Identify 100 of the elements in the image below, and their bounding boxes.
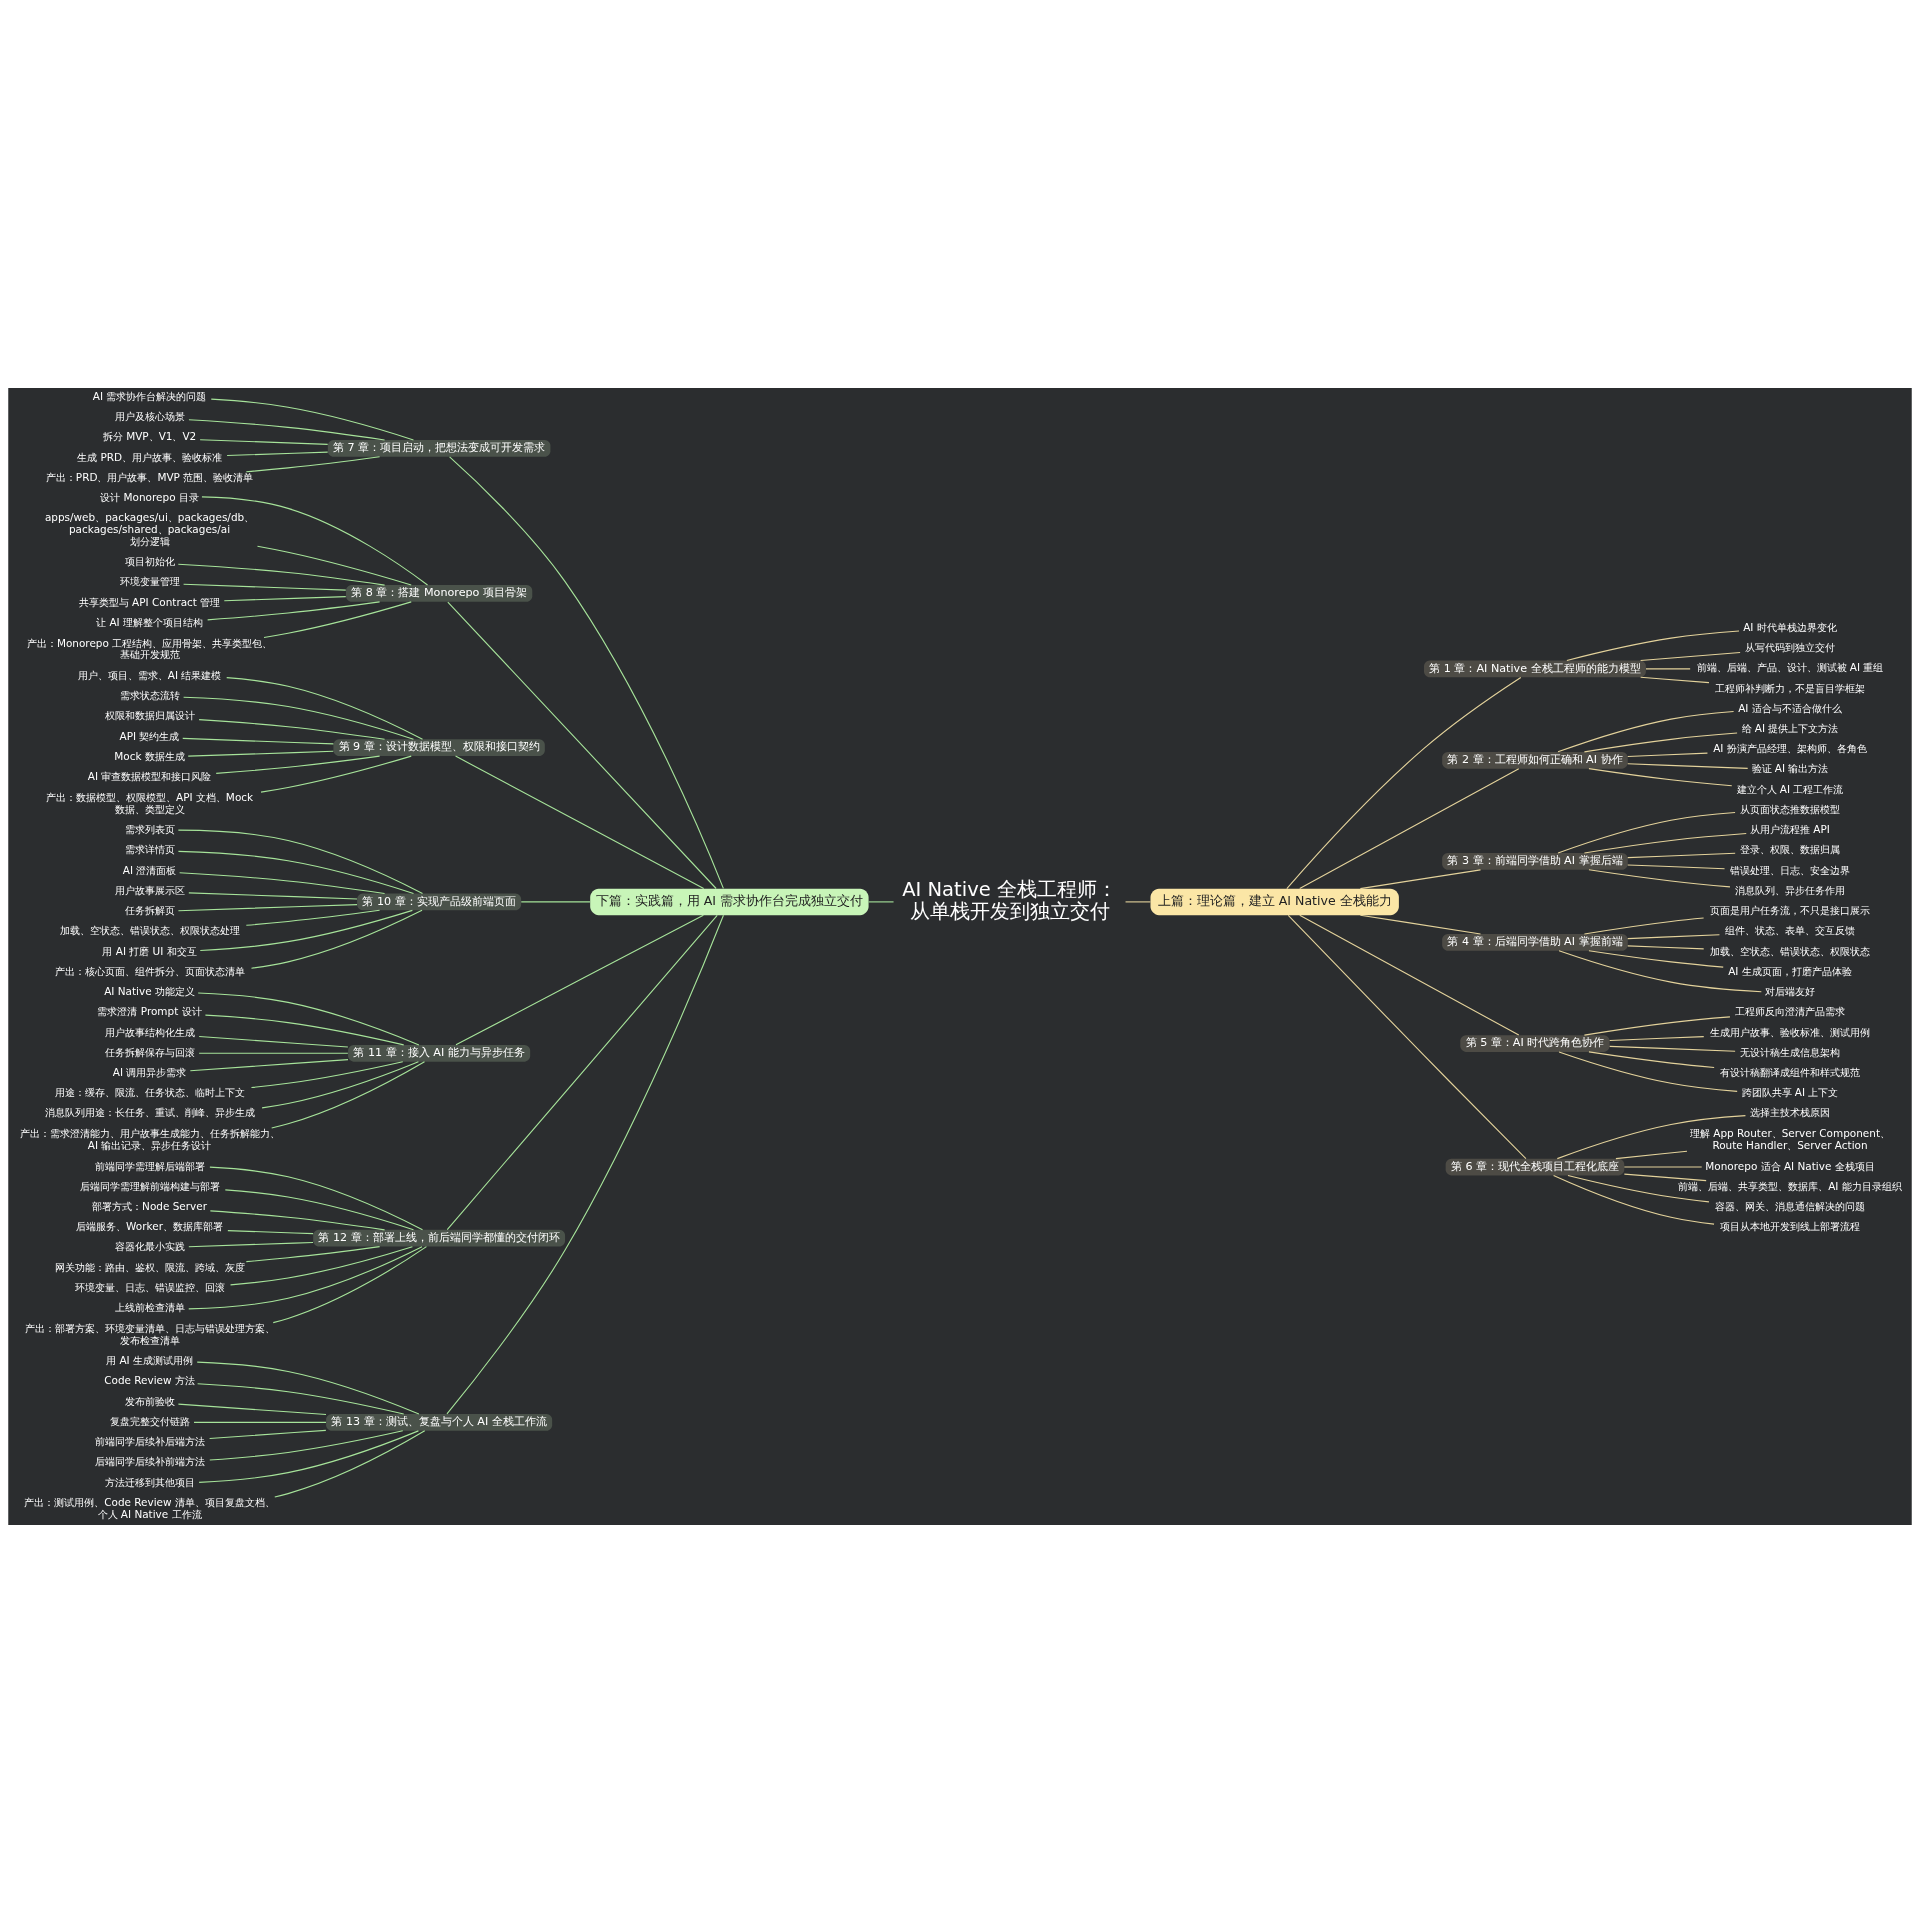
node-text: 用 AI 打磨 UI 和交互 xyxy=(102,944,197,957)
connector xyxy=(1583,917,1705,935)
node-box: 第 2 章：工程师如何正确和 AI 协作 xyxy=(1442,751,1628,769)
node-box: 下篇：实践篇，用 AI 需求协作台完成独立交付 xyxy=(590,888,869,916)
connector xyxy=(199,909,413,952)
connector xyxy=(274,1430,426,1498)
node-text: 给 AI 提供上下文方法 xyxy=(1741,722,1839,734)
node-text: 前端同学后续补后端方法 xyxy=(94,1435,205,1448)
node-box: 第 1 章：AI Native 全栈工程师的能力模型 xyxy=(1424,660,1646,678)
connector xyxy=(210,398,415,441)
connector xyxy=(177,850,415,894)
node-text: 环境变量、日志、错误监控、回滚 xyxy=(74,1280,225,1293)
node-text: 产出：测试用例、Code Review 清单、项目复盘文档、个人 AI Native 工作流 xyxy=(24,1496,275,1521)
connector xyxy=(245,456,381,473)
connector xyxy=(260,755,412,793)
node-text: 加载、空状态、错误状态、权限状态处理 xyxy=(59,924,240,937)
connector xyxy=(1588,1051,1715,1069)
connector xyxy=(177,904,358,912)
node-text: 任务拆解保存与回滚 xyxy=(104,1045,195,1058)
node-text: AI 需求协作台解决的问题 xyxy=(92,389,207,402)
node-text: 后端服务、Worker、数据库部署 xyxy=(76,1220,223,1233)
connector xyxy=(177,829,424,894)
node-text: AI Native 功能定义 xyxy=(104,985,195,998)
node-text: 加载、空状态、错误状态、权限状态 xyxy=(1709,944,1870,957)
node-text: 项目从本地开发到线上部署流程 xyxy=(1719,1220,1860,1233)
node-text: 上线前检查清单 xyxy=(114,1301,185,1314)
node-text: 错误处理、日志、安全边界 xyxy=(1729,863,1850,876)
connector xyxy=(188,1246,423,1310)
node-text: Code Review 方法 xyxy=(104,1374,195,1387)
node-text: AI 时代单栈边界变化 xyxy=(1743,620,1837,633)
connector xyxy=(1588,869,1731,888)
connector xyxy=(188,1241,314,1248)
connector xyxy=(223,596,347,602)
node-text: 消息队列、异步任务作用 xyxy=(1734,883,1845,896)
node-text: 拆分 MVP、V1、V2 xyxy=(102,430,197,443)
connector xyxy=(1359,869,1482,890)
node-text: 生成 PRD、用户故事、验收标准 xyxy=(77,450,223,463)
connector xyxy=(1583,833,1747,854)
node-box: 第 9 章：设计数据模型、权限和接口契约 xyxy=(333,739,545,757)
connector xyxy=(201,496,429,586)
node-text: AI 澄清面板 xyxy=(122,863,177,876)
node-text: 组件、状态、表单、交互反馈 xyxy=(1724,924,1855,937)
connector xyxy=(271,1061,426,1129)
connector xyxy=(1609,1045,1736,1052)
connector xyxy=(204,1014,405,1046)
node-text: 需求详情页 xyxy=(124,843,175,856)
connector xyxy=(198,1052,349,1054)
node-text: 用途：缓存、限流、任务状态、临时上下文 xyxy=(54,1086,245,1099)
connector xyxy=(197,1383,405,1415)
node-text: 任务拆解页 xyxy=(124,904,175,917)
node-text: 理解 App Router、Server Component、Route Handler、Server Action xyxy=(1689,1127,1890,1151)
node-text: 后端同学需理解前端构建与部署 xyxy=(79,1179,220,1192)
connector xyxy=(1359,914,1482,935)
connector xyxy=(1627,852,1736,859)
node-text: 工程师补判断力，不是盲目学框架 xyxy=(1714,681,1865,694)
connector xyxy=(256,545,412,586)
connector xyxy=(226,677,424,740)
node-text: 无设计稿生成信息架构 xyxy=(1739,1045,1840,1058)
node-text: 需求澄清 Prompt 设计 xyxy=(97,1005,202,1018)
node-box: 上篇：理论篇，建立 AI Native 全栈能力 xyxy=(1150,888,1399,916)
node-text: 从写代码到独立交付 xyxy=(1744,641,1835,654)
connector xyxy=(187,750,334,757)
connector xyxy=(1299,768,1520,890)
node-text: 验证 AI 输出方法 xyxy=(1751,762,1829,775)
node-text: 选择主技术栈原因 xyxy=(1749,1106,1830,1119)
connector xyxy=(1556,1115,1746,1160)
connector xyxy=(1583,732,1738,753)
connector xyxy=(226,451,329,457)
connector xyxy=(1287,914,1527,1160)
connector xyxy=(1627,864,1726,870)
node-text: AI 生成页面，打磨产品体验 xyxy=(1728,964,1852,977)
connector xyxy=(182,737,334,745)
connector xyxy=(215,755,381,774)
connector xyxy=(1645,668,1691,670)
node-text: 登录、权限、数据归属 xyxy=(1739,843,1840,856)
connector xyxy=(198,1430,419,1483)
connector xyxy=(188,419,386,441)
connector xyxy=(1588,950,1724,968)
node-text: 消息队列用途：长任务、重试、削峰、异步生成 xyxy=(44,1106,255,1119)
connector xyxy=(198,719,386,740)
connector xyxy=(189,1059,349,1072)
node-text: 前端、后端、共享类型、数据库、AI 能力目录组织 xyxy=(1678,1179,1902,1192)
node-text: 用 AI 生成测试用例 xyxy=(106,1354,193,1367)
connector xyxy=(455,914,704,1046)
connector xyxy=(1627,752,1708,757)
connector xyxy=(1615,1150,1688,1160)
node-box: 第 11 章：接入 AI 能力与异步任务 xyxy=(348,1044,531,1062)
node-text: AI 调用异步需求 xyxy=(112,1065,187,1078)
connector xyxy=(209,1166,424,1231)
connector xyxy=(446,914,725,1415)
connector xyxy=(263,601,412,638)
node-text: 产出：Monorepo 工程结构、应用骨架、共享类型包、基础开发规范 xyxy=(26,636,273,661)
connector xyxy=(1299,914,1520,1036)
connector xyxy=(1627,763,1749,769)
connector xyxy=(447,601,717,890)
connector xyxy=(1583,1016,1731,1036)
connector xyxy=(1640,651,1741,662)
node-box: 第 7 章：项目启动，把想法变成可开发需求 xyxy=(327,440,551,457)
connector xyxy=(1623,1173,1707,1182)
connector xyxy=(198,1035,349,1048)
